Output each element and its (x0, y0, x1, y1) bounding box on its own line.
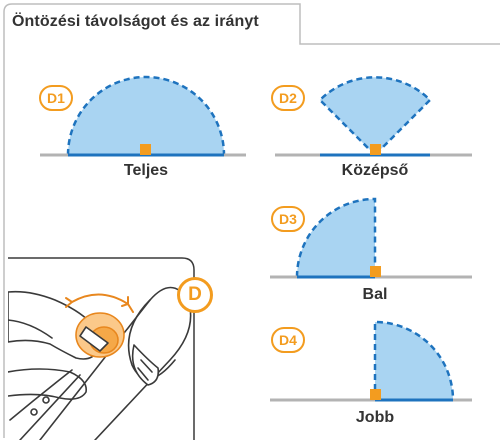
diagram-left (270, 197, 472, 279)
header-tab-outline (3, 3, 500, 438)
badge-d4: D4 (271, 327, 305, 353)
hand-turning-nozzle-dial-icon (8, 257, 195, 440)
badge-d3: D3 (271, 206, 305, 232)
label-center: Középső (341, 162, 409, 179)
label-left: Bal (362, 286, 388, 303)
diagram-right (270, 320, 472, 402)
diagram-full (40, 75, 246, 157)
page-title: Öntözési távolságot és az irányt (12, 13, 259, 30)
diagram-center (275, 76, 472, 157)
label-full: Teljes (123, 162, 169, 179)
badge-d1: D1 (39, 85, 73, 111)
badge-d: D (177, 277, 213, 313)
label-right: Jobb (355, 409, 395, 426)
badge-d2: D2 (271, 85, 305, 111)
